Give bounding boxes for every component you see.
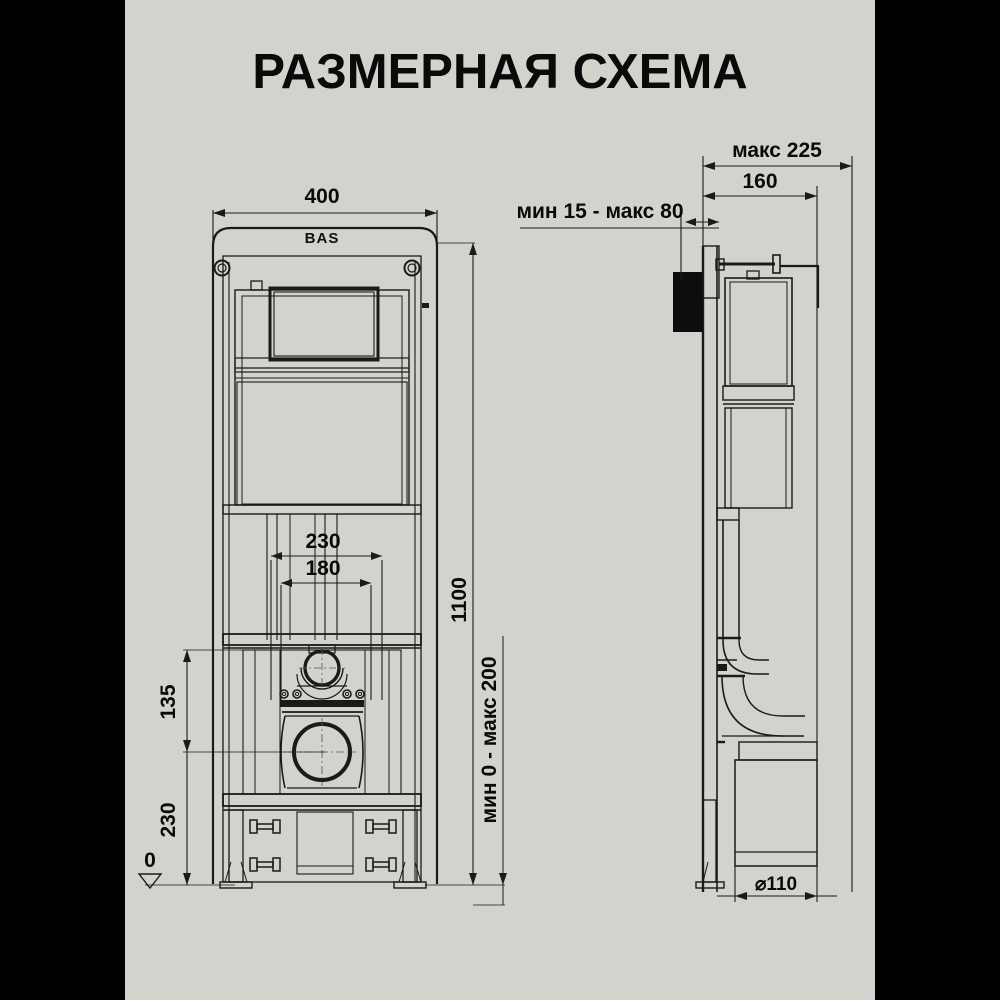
dim-height-230: 230 bbox=[157, 802, 180, 837]
page-title: РАЗМЕРНАЯ СХЕМА bbox=[252, 45, 748, 99]
dim-depth-160: 160 bbox=[742, 170, 777, 193]
dim-bracket-180: 180 bbox=[305, 557, 340, 580]
dim-wall-gap-range: мин 15 - макс 80 bbox=[516, 200, 683, 223]
drawing-sheet: РАЗМЕРНАЯ СХЕМА bbox=[125, 0, 875, 1000]
brand-logo: BAS bbox=[305, 230, 340, 247]
dim-height-1100: 1100 bbox=[448, 577, 471, 623]
front-view-geometry bbox=[211, 226, 439, 889]
dim-width-400: 400 bbox=[304, 185, 339, 208]
side-view-geometry bbox=[673, 245, 820, 892]
dim-bracket-230: 230 bbox=[305, 530, 340, 553]
dim-adjust-range: мин 0 - макс 200 bbox=[478, 656, 501, 823]
dim-datum-zero: 0 bbox=[144, 849, 156, 872]
technical-drawing: BAS 400 230 180 1100 мин 0 - макс 200 13… bbox=[137, 139, 853, 906]
dim-depth-max-225: макс 225 bbox=[732, 139, 822, 162]
dimension-lines bbox=[137, 156, 853, 906]
dim-height-135: 135 bbox=[157, 684, 180, 719]
dim-outlet-diameter: ⌀110 bbox=[755, 874, 797, 895]
